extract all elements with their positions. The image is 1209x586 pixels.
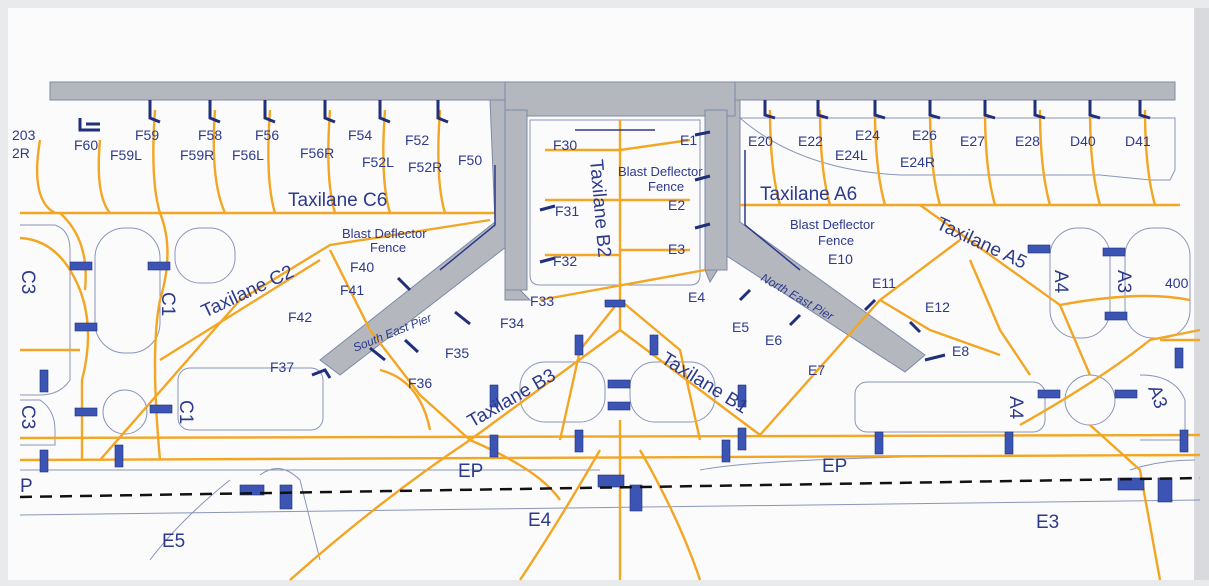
stand-label: E22 [798, 133, 823, 149]
taxiway-label: E4 [528, 510, 552, 531]
taxiway-label: A4 [1050, 270, 1071, 294]
stand-label: E5 [732, 319, 749, 335]
taxiway-label: C3 [17, 405, 38, 429]
central-pier-top [504, 81, 736, 117]
blast-fence-label-2: Blast Deflector [342, 226, 427, 241]
stand-label: 400 [1165, 275, 1189, 291]
stand-label: E20 [748, 133, 773, 149]
stand-label: F56L [232, 147, 264, 163]
stand-label: E4 [688, 289, 705, 305]
stand-label: F59 [135, 127, 159, 143]
taxiway-label: C1 [175, 400, 196, 424]
stand-label: E10 [828, 251, 853, 267]
stand-label: F34 [500, 315, 524, 331]
stand-label: F52 [405, 132, 429, 148]
stand-markers [78, 100, 1151, 379]
central-pier-left [504, 109, 528, 291]
hold-bars [39, 244, 1189, 512]
blast-fence-label-1: Blast Deflector [618, 164, 703, 179]
blast-fence-sublabel-1: Fence [648, 179, 684, 194]
stand-label: E28 [1015, 133, 1040, 149]
stand-label: F52L [362, 154, 394, 170]
stand-label: F37 [270, 359, 294, 375]
taxiway-label: E3 [1036, 512, 1059, 533]
taxiway-label: EP [822, 456, 847, 477]
stand-label: F56R [300, 145, 334, 161]
stand-label: 203 [12, 127, 36, 143]
taxiway-label: P [20, 476, 33, 497]
blast-fence-line-2 [439, 165, 496, 271]
taxiway-label: A4 [1005, 396, 1026, 420]
stand-labels: 203 2R F60 F59 F59L F58 F59R F56 F56L F5… [12, 127, 1189, 391]
stand-label: D41 [1125, 133, 1151, 149]
stand-label: E24L [835, 147, 868, 163]
stand-label: F59L [110, 147, 142, 163]
stand-leadins [35, 109, 1157, 257]
stand-label: F41 [340, 282, 364, 298]
taxiway-label: EP [458, 461, 483, 482]
paper-shadow-right [1194, 8, 1209, 580]
taxilane-a6-label: Taxilane A6 [760, 184, 857, 205]
stand-label: E1 [680, 132, 697, 148]
stand-label: F59R [180, 147, 214, 163]
stand-label: E27 [960, 133, 985, 149]
blast-fence-sublabel-2: Fence [370, 240, 406, 255]
stand-label: E2 [668, 197, 685, 213]
boundary-dashed-line [19, 476, 1201, 499]
stand-label: E6 [765, 332, 782, 348]
taxiway-labels: C3 C1 C3 C1 A4 A3 A4 A3 EP EP P E5 E4 E3 [17, 270, 1171, 552]
stand-label: E3 [668, 241, 685, 257]
stand-label: F30 [553, 137, 577, 153]
stand-label: F58 [198, 127, 222, 143]
stand-label: F32 [553, 253, 577, 269]
terminal-strip-east [734, 81, 1176, 101]
stand-label: F36 [408, 375, 432, 391]
stand-label: F42 [288, 309, 312, 325]
stand-label: F54 [348, 127, 372, 143]
taxiway-label: C1 [157, 292, 178, 316]
stand-label: E26 [912, 127, 937, 143]
stand-label: D40 [1070, 133, 1096, 149]
stand-label: F60 [74, 137, 98, 153]
stand-label: E24 [855, 127, 880, 143]
stand-label: F40 [350, 259, 374, 275]
stand-label: F56 [255, 127, 279, 143]
stand-label: E24R [900, 154, 935, 170]
blast-fence-label-3: Blast Deflector [790, 217, 875, 232]
stand-label: 2R [12, 145, 30, 161]
taxiway-label: E5 [162, 531, 185, 552]
taxiway-label: A3 [1113, 270, 1134, 293]
central-pier-right [704, 109, 728, 271]
stand-label: F50 [458, 152, 482, 168]
taxilane-c6-label: Taxilane C6 [288, 190, 387, 211]
taxiway-label: C3 [17, 270, 38, 294]
stand-label: E11 [872, 275, 896, 291]
taxiway-lines [19, 120, 1201, 581]
stand-label: F52R [408, 159, 442, 175]
stand-label: F35 [445, 345, 469, 361]
stand-label: E12 [925, 299, 950, 315]
stand-label: F33 [530, 293, 554, 309]
blast-fence-line-3 [744, 150, 801, 271]
apron-outlines [19, 117, 1201, 561]
stand-label: E7 [808, 362, 825, 378]
stand-label: E8 [952, 343, 969, 359]
terminal-strip-west [49, 81, 506, 101]
blast-fence-sublabel-3: Fence [818, 233, 854, 248]
stand-label: F31 [555, 203, 579, 219]
